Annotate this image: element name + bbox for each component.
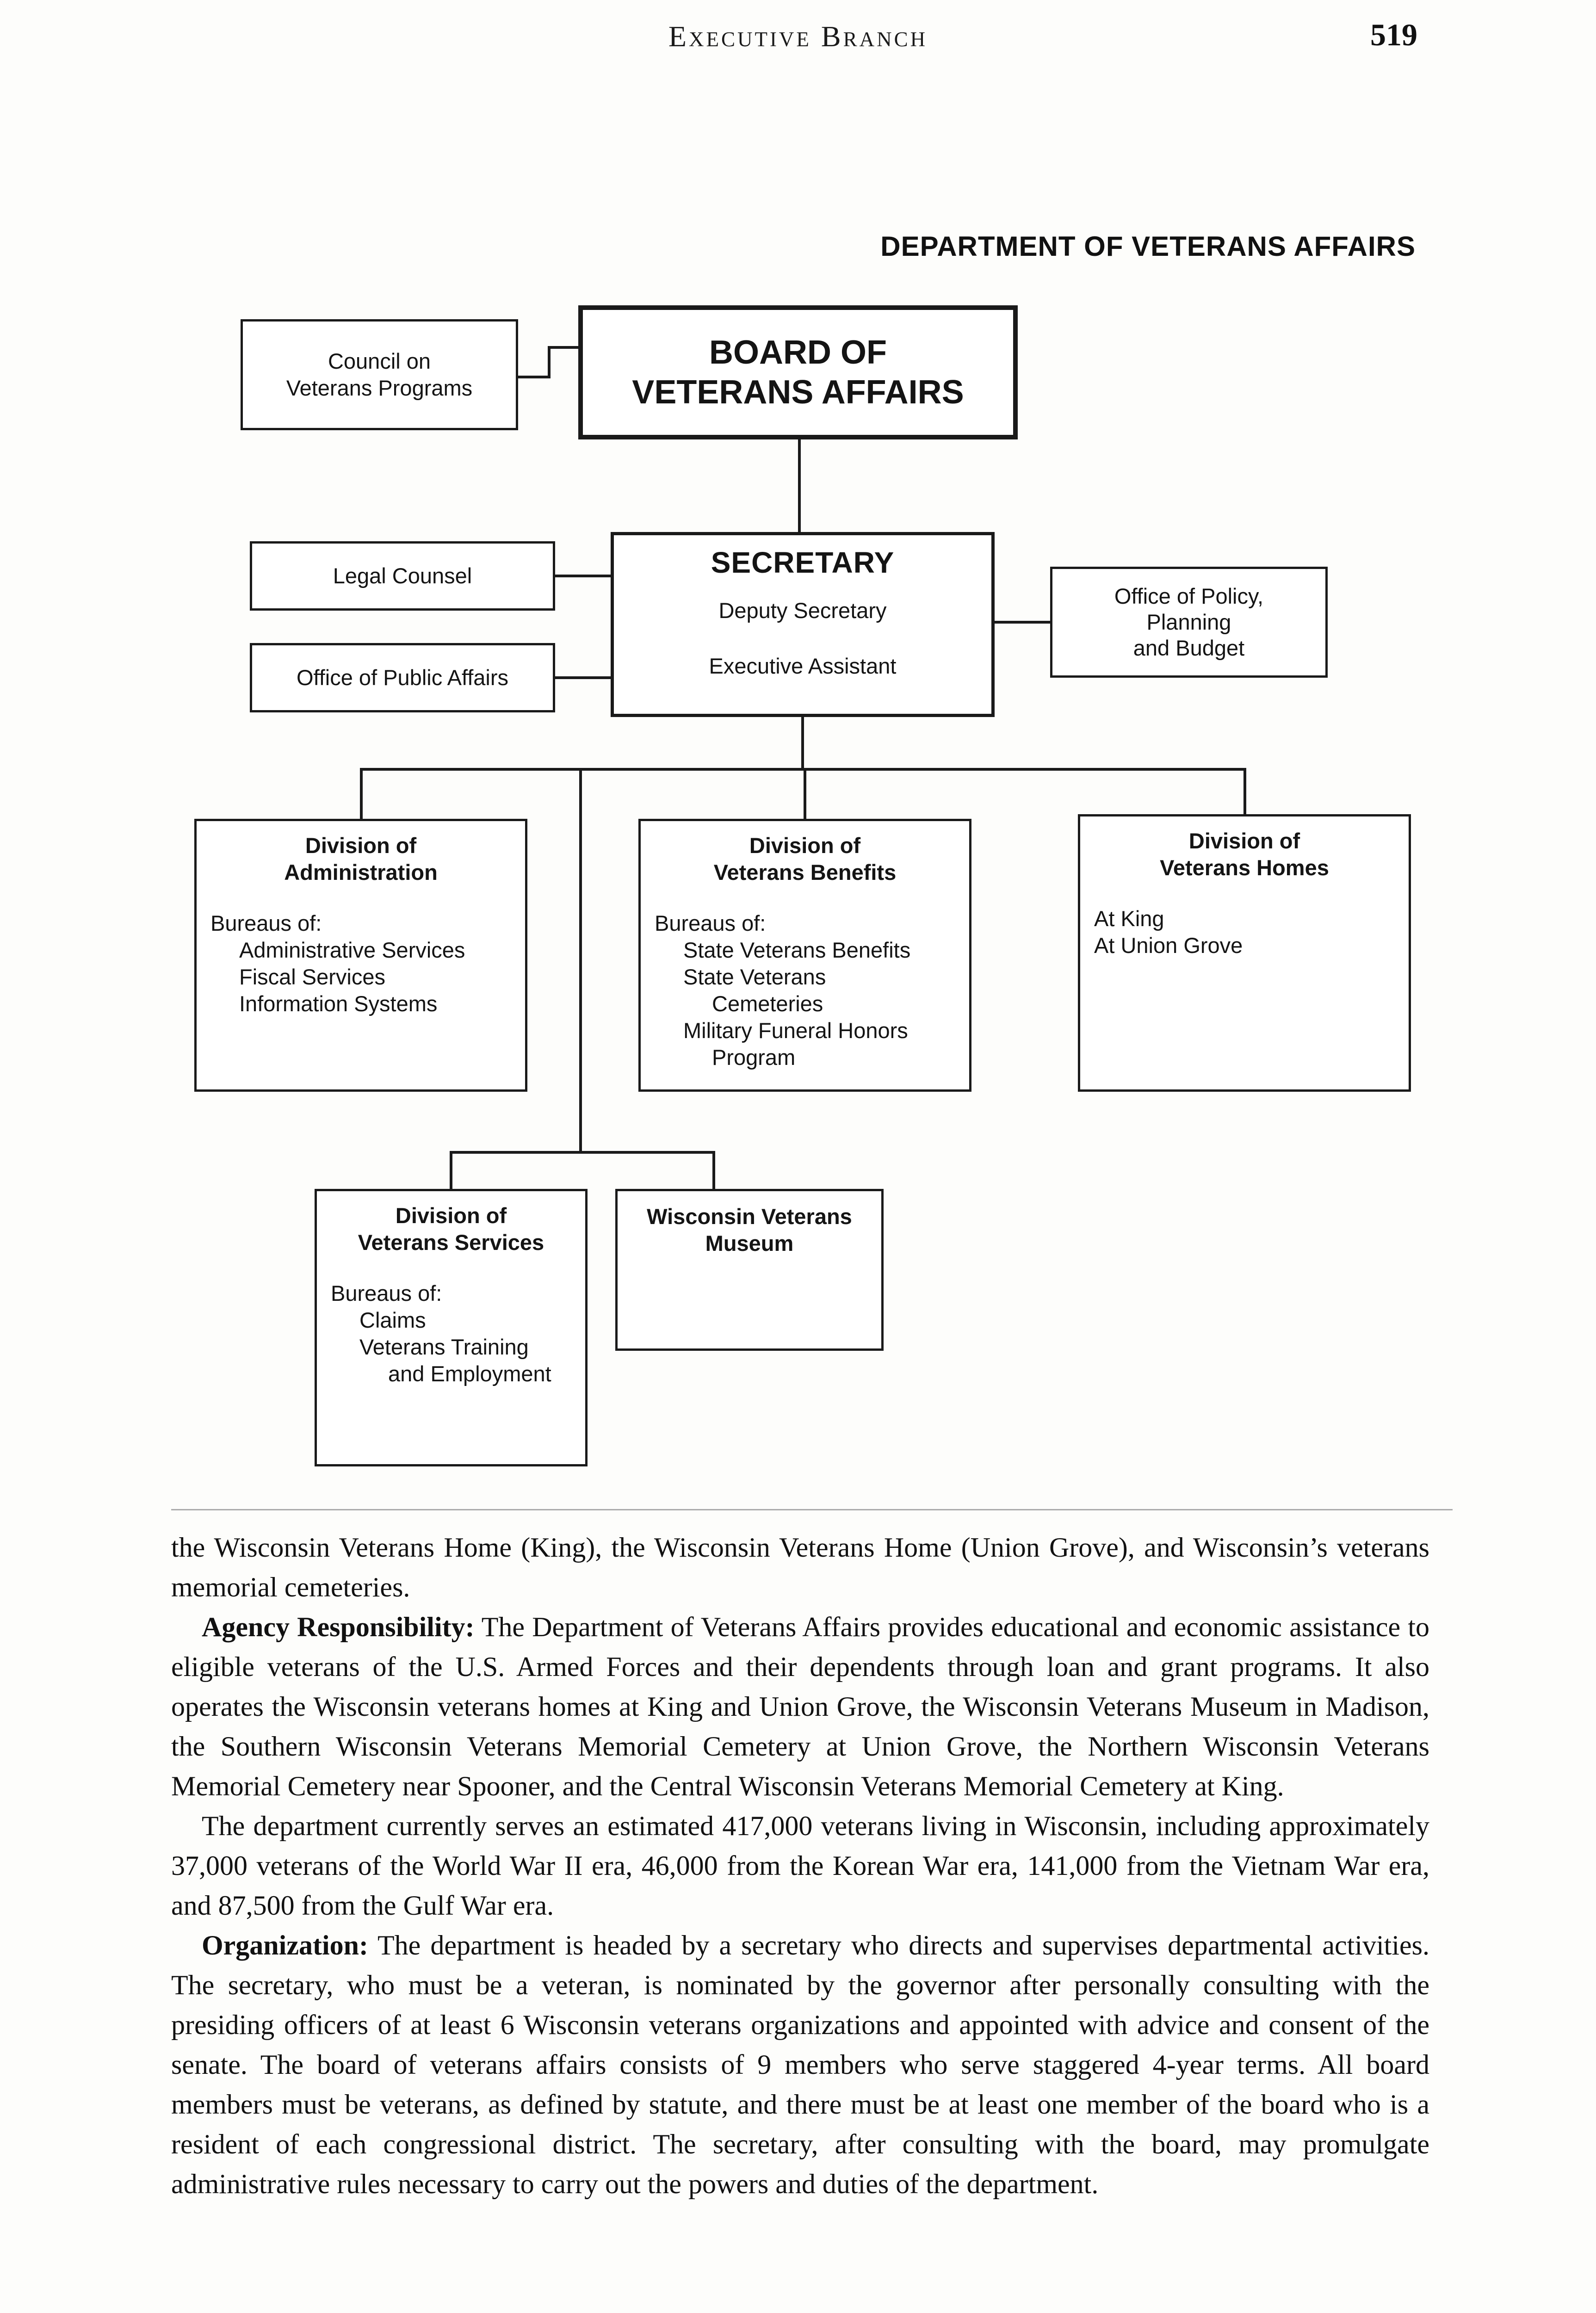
box-office-of-policy-planning-budget: Office of Policy, Planning and Budget bbox=[1050, 567, 1328, 678]
page-number: 519 bbox=[1370, 17, 1417, 52]
division-body: Bureaus of: State Veterans Benefits Stat… bbox=[641, 910, 969, 1071]
connector-drop-services bbox=[450, 1151, 452, 1190]
box-label: Office of Policy, Planning and Budget bbox=[1114, 584, 1264, 660]
box-board-of-veterans-affairs: BOARD OF VETERANS AFFAIRS bbox=[578, 305, 1018, 439]
box-wisconsin-veterans-museum: Wisconsin Veterans Museum bbox=[615, 1189, 884, 1351]
division-title: Division of Administration bbox=[284, 833, 438, 884]
box-division-of-veterans-services: Division of Veterans Services Bureaus of… bbox=[315, 1189, 588, 1466]
box-office-of-public-affairs: Office of Public Affairs bbox=[250, 643, 555, 712]
organization-label: Organization: bbox=[202, 1930, 368, 1960]
bureau-line: Bureaus of: bbox=[331, 1281, 442, 1305]
secretary-title: SECRETARY bbox=[711, 546, 895, 579]
bureau-line: Bureaus of: bbox=[655, 911, 766, 935]
bureau-line: Military Funeral Honors bbox=[683, 1018, 908, 1043]
division-title: Division of Veterans Benefits bbox=[713, 833, 897, 884]
paragraph-continued: the Wisconsin Veterans Home (King), the … bbox=[171, 1532, 1429, 1602]
division-title: Division of Veterans Services bbox=[358, 1203, 544, 1255]
executive-assistant-label: Executive Assistant bbox=[709, 654, 897, 678]
paragraph-agency-responsibility: Agency Responsibility: The Department of… bbox=[171, 1607, 1429, 1806]
bureau-line: Veterans Training bbox=[359, 1335, 529, 1359]
box-council-on-veterans-programs: Council on Veterans Programs bbox=[241, 319, 518, 430]
box-division-of-administration: Division of Administration Bureaus of: A… bbox=[194, 819, 527, 1092]
division-title: Wisconsin Veterans Museum bbox=[647, 1204, 852, 1255]
box-label: Legal Counsel bbox=[333, 563, 472, 588]
deputy-secretary-label: Deputy Secretary bbox=[718, 598, 887, 623]
bureau-line: State Veterans Benefits bbox=[683, 938, 911, 962]
connector-council-board-h2 bbox=[548, 346, 578, 349]
bureau-line: Program bbox=[712, 1045, 796, 1070]
location-line: At Union Grove bbox=[1094, 933, 1243, 958]
box-division-of-veterans-homes: Division of Veterans Homes At King At Un… bbox=[1078, 814, 1411, 1092]
division-title: Division of Veterans Homes bbox=[1160, 829, 1329, 880]
box-legal-counsel: Legal Counsel bbox=[250, 541, 555, 611]
connector-drop-administration bbox=[360, 768, 363, 820]
bureau-line: and Employment bbox=[388, 1361, 551, 1386]
running-head-title: Executive Branch bbox=[668, 20, 928, 53]
division-body: Bureaus of: Administrative Services Fisc… bbox=[197, 910, 525, 1017]
connector-drop-benefits bbox=[804, 768, 806, 820]
bureau-line: Cemeteries bbox=[712, 991, 823, 1016]
bureau-line: Administrative Services bbox=[239, 938, 465, 962]
chart-title: DEPARTMENT OF VETERANS AFFAIRS bbox=[880, 231, 1416, 262]
connector-second-row-horizontal bbox=[450, 1151, 715, 1154]
box-division-of-veterans-benefits: Division of Veterans Benefits Bureaus of… bbox=[638, 819, 971, 1092]
connector-divisions-horizontal bbox=[360, 768, 1246, 771]
paragraph-organization: Organization: The department is headed b… bbox=[171, 1925, 1429, 2204]
box-secretary: SECRETARY Deputy Secretary Executive Ass… bbox=[611, 532, 995, 717]
connector-secretary-policy bbox=[995, 621, 1050, 624]
connector-public-affairs-secretary bbox=[555, 676, 611, 679]
connector-down-second-row bbox=[579, 768, 582, 1154]
connector-council-board-h1 bbox=[518, 376, 551, 378]
paragraph-veteran-estimates: The department currently serves an estim… bbox=[171, 1811, 1429, 1921]
bureau-line: Fiscal Services bbox=[239, 965, 386, 989]
bureau-line: Bureaus of: bbox=[210, 911, 322, 935]
bureau-line: State Veterans bbox=[683, 965, 826, 989]
box-label: Council on Veterans Programs bbox=[286, 349, 473, 400]
bureau-line: Information Systems bbox=[239, 991, 438, 1016]
agency-responsibility-label: Agency Responsibility: bbox=[202, 1612, 475, 1642]
division-body: At King At Union Grove bbox=[1080, 905, 1409, 959]
figure-text-divider bbox=[171, 1509, 1453, 1510]
connector-legal-secretary bbox=[555, 575, 611, 577]
connector-drop-museum bbox=[712, 1151, 715, 1190]
bureau-line: Claims bbox=[359, 1308, 426, 1332]
body-text: the Wisconsin Veterans Home (King), the … bbox=[171, 1528, 1429, 2204]
location-line: At King bbox=[1094, 906, 1164, 931]
division-body: Bureaus of: Claims Veterans Training and… bbox=[317, 1280, 585, 1387]
box-label: BOARD OF VETERANS AFFAIRS bbox=[632, 334, 964, 411]
connector-drop-homes bbox=[1243, 768, 1246, 816]
connector-board-secretary bbox=[798, 439, 801, 532]
connector-council-board-v bbox=[548, 346, 551, 378]
connector-secretary-down bbox=[801, 717, 804, 771]
organization-text: The department is headed by a secretary … bbox=[171, 1930, 1429, 2199]
agency-responsibility-text: The Department of Veterans Affairs provi… bbox=[171, 1612, 1430, 1801]
box-label: Office of Public Affairs bbox=[296, 665, 509, 690]
